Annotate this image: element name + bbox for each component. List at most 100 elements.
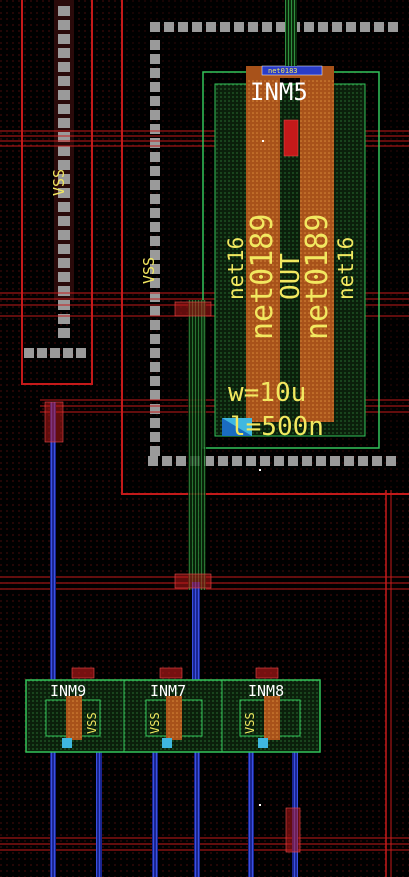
via (58, 230, 70, 240)
small-device-inm8[interactable] (239, 696, 301, 748)
blue-metal-lines (50, 402, 298, 877)
via (150, 404, 160, 414)
via (388, 22, 398, 32)
via (150, 166, 160, 176)
via (58, 174, 70, 184)
via (58, 6, 70, 16)
via (58, 118, 70, 128)
via (58, 272, 70, 282)
via (58, 314, 70, 324)
via (58, 62, 70, 72)
via (318, 22, 328, 32)
via (150, 292, 160, 302)
via (150, 82, 160, 92)
inm5-poly-left[interactable] (246, 70, 280, 422)
via (58, 48, 70, 58)
via (150, 446, 160, 456)
via (150, 264, 160, 274)
via (316, 456, 326, 466)
via (150, 208, 160, 218)
via (58, 202, 70, 212)
via (150, 376, 160, 386)
via (150, 194, 160, 204)
via (150, 22, 160, 32)
grid-markers (259, 140, 264, 806)
green-route (188, 0, 297, 590)
via (58, 286, 70, 296)
inm5-diffusion-triangle (222, 418, 252, 436)
via (37, 348, 47, 358)
via (58, 188, 70, 198)
via (58, 104, 70, 114)
via (204, 456, 214, 466)
via (58, 146, 70, 156)
inm8-name: INM8 (248, 682, 285, 700)
via (274, 456, 284, 466)
via (246, 456, 256, 466)
via (164, 22, 174, 32)
via (150, 362, 160, 372)
inm9-name: INM9 (50, 682, 87, 700)
via (150, 96, 160, 106)
via (150, 278, 160, 288)
via (302, 456, 312, 466)
via (150, 124, 160, 134)
via (76, 348, 86, 358)
inm9-pin-label: VSS (85, 712, 99, 734)
via (288, 456, 298, 466)
via (150, 152, 160, 162)
via-row-left-bottom (24, 348, 86, 358)
inm5-top-tag: net0183 (268, 67, 298, 75)
inm5-gate-contact (283, 119, 299, 157)
via (344, 456, 354, 466)
via (58, 328, 70, 338)
via (150, 390, 160, 400)
inm7-pin-label: VSS (148, 712, 162, 734)
via (248, 22, 258, 32)
inm7-name: INM7 (150, 682, 187, 700)
via (148, 456, 158, 466)
inm5-pin-left-label: net16 (224, 236, 248, 300)
via (346, 22, 356, 32)
via (276, 22, 286, 32)
via (24, 348, 34, 358)
via (58, 216, 70, 226)
via (63, 348, 73, 358)
inm5-width-label: w=10u (228, 378, 307, 408)
via (150, 432, 160, 442)
via (150, 320, 160, 330)
via (304, 22, 314, 32)
via (150, 68, 160, 78)
via (150, 54, 160, 64)
small-device-inm7[interactable] (145, 696, 203, 748)
via (58, 20, 70, 30)
inm5-poly-right[interactable] (300, 70, 334, 422)
via (58, 258, 70, 268)
via (262, 22, 272, 32)
via (58, 160, 70, 170)
via (232, 456, 242, 466)
inm5-length-label: l=500n (230, 412, 324, 442)
vss-left-label: VSS (50, 168, 68, 196)
via (358, 456, 368, 466)
via (374, 22, 384, 32)
via-row-top (150, 22, 398, 32)
small-device-inm9[interactable] (45, 696, 101, 748)
via (150, 138, 160, 148)
red-contact-boxes (44, 301, 301, 853)
inm5-pin-right-label: net16 (334, 236, 358, 300)
via (332, 22, 342, 32)
via (220, 22, 230, 32)
via (386, 456, 396, 466)
via (58, 244, 70, 254)
via (330, 456, 340, 466)
via-column-inner (150, 40, 160, 456)
via (50, 348, 60, 358)
via (58, 76, 70, 86)
via (192, 22, 202, 32)
via (150, 418, 160, 428)
via (206, 22, 216, 32)
inm5-drain-left-label: net0189 (245, 213, 280, 340)
via (234, 22, 244, 32)
